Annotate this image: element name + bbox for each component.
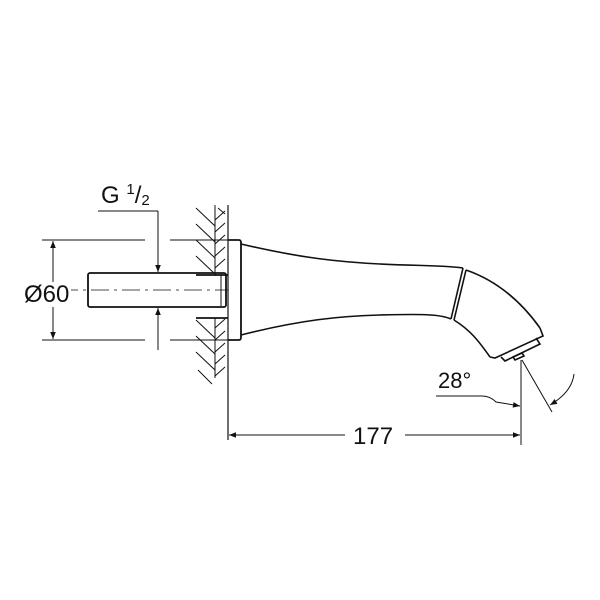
pipe bbox=[60, 272, 228, 308]
thread-size-label: G 1/2 bbox=[101, 181, 150, 209]
length-label: 177 bbox=[349, 425, 398, 449]
thread-slash: / bbox=[134, 182, 142, 209]
thread-dimension bbox=[98, 210, 161, 350]
diameter-label: Ø60 bbox=[22, 281, 72, 308]
thread-denominator: 2 bbox=[141, 192, 150, 209]
thread-prefix: G bbox=[101, 182, 127, 209]
diameter-dimension bbox=[42, 239, 228, 341]
angle-dimension bbox=[436, 359, 575, 413]
thread-numerator: 1 bbox=[126, 181, 135, 198]
angle-label: 28° bbox=[438, 368, 472, 393]
rosette bbox=[228, 239, 242, 341]
length-dimension bbox=[229, 360, 522, 445]
spout-body bbox=[240, 243, 545, 362]
